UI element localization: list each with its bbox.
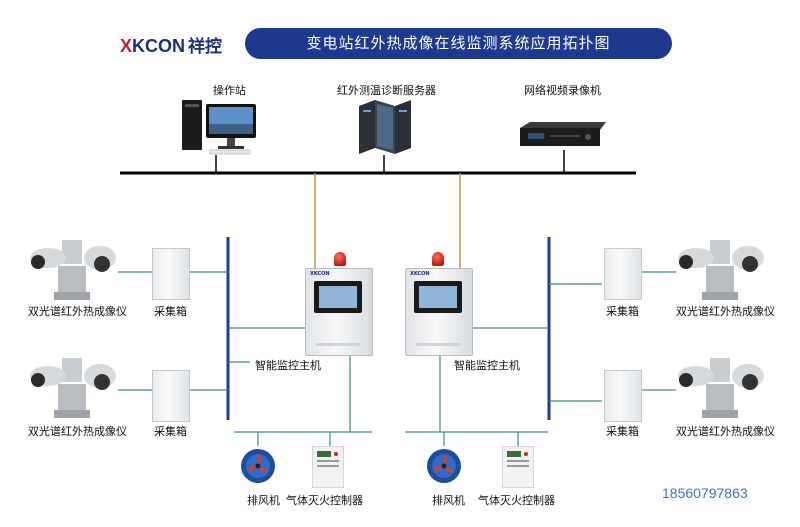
collector-box-icon [152,370,190,422]
right-connectors [472,271,676,402]
right-controller-label: 气体灭火控制器 [478,494,555,507]
host-logo: XKCON [310,271,330,277]
thermal-camera-icon [28,354,120,418]
brand-chinese: 祥控 [188,37,223,56]
thermal-camera-icon [676,354,768,418]
right-camera-1-label: 双光谱红外热成像仪 [676,305,775,318]
smart-host-icon: XKCON [305,268,373,356]
workstation-icon [182,100,262,155]
brand-kcon: KCON [132,36,186,56]
right-box-2-label: 采集箱 [606,425,639,438]
workstation-label: 操作站 [213,84,246,97]
right-camera-2-label: 双光谱红外热成像仪 [676,425,775,438]
collector-box-icon [152,248,190,300]
server-label: 红外测温诊断服务器 [337,84,436,97]
left-box-2-label: 采集箱 [154,425,187,438]
thermal-camera-icon [676,236,768,300]
phone-number: 18560797863 [662,485,748,501]
left-camera-2-label: 双光谱红外热成像仪 [28,425,127,438]
left-camera-1-label: 双光谱红外热成像仪 [28,305,127,318]
host-1-label: 智能监控主机 [255,359,321,372]
left-connectors [118,271,305,391]
host-2-label: 智能监控主机 [454,359,520,372]
left-box-1-label: 采集箱 [154,305,187,318]
alarm-lamp-icon [432,252,444,266]
left-controller-label: 气体灭火控制器 [286,494,363,507]
right-box-1-label: 采集箱 [606,305,639,318]
nvr-label: 网络视频录像机 [524,84,601,97]
thermal-camera-icon [28,236,120,300]
alarm-lamp-icon [334,252,346,266]
host-logo: XKCON [410,271,430,277]
gas-extinguisher-controller-icon [501,445,535,489]
right-fan-label: 排风机 [432,494,465,507]
gas-extinguisher-controller-icon [311,445,345,489]
exhaust-fan-icon [424,448,464,486]
page-title: 变电站红外热成像在线监测系统应用拓扑图 [245,28,672,59]
collector-box-icon [604,370,642,422]
left-fan-label: 排风机 [247,494,280,507]
collector-box-icon [604,248,642,300]
smart-host-icon: XKCON [405,268,473,356]
nvr-icon [520,122,606,148]
exhaust-fan-icon [238,448,278,486]
bottom-connectors [234,355,548,446]
brand-x: X [120,36,133,56]
server-icon [355,100,415,155]
